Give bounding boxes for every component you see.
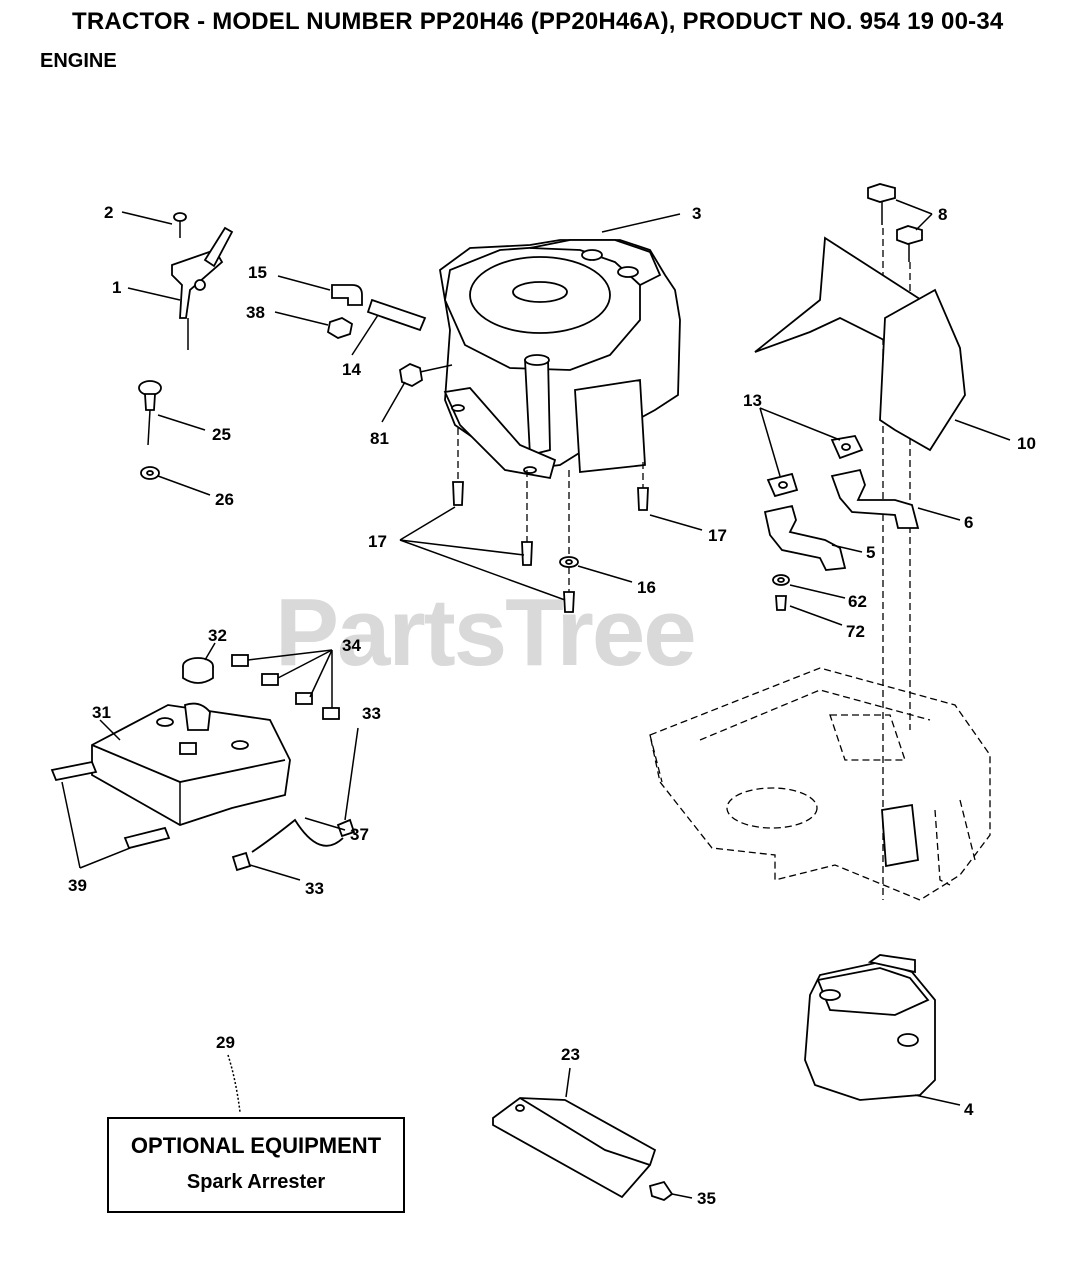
callout-2: 2 [104, 203, 113, 222]
part-13-gaskets[interactable] [766, 434, 864, 498]
part-8-bolts[interactable] [867, 183, 923, 262]
part-5-exhaust-pipe[interactable] [763, 504, 847, 571]
part-33-clamp-upper[interactable] [336, 818, 356, 838]
part-72-bolt[interactable] [775, 595, 787, 611]
callout-33-a: 33 [362, 704, 381, 723]
tractor-frame [649, 667, 991, 901]
callout-1: 1 [112, 278, 121, 297]
callout-16: 16 [637, 578, 656, 597]
part-39-pads[interactable] [50, 760, 171, 850]
callout-31: 31 [92, 703, 111, 722]
part-3-engine[interactable] [439, 239, 681, 480]
callout-13: 13 [743, 391, 762, 410]
part-37-fuel-line[interactable] [251, 818, 344, 853]
part-2-screw[interactable] [173, 212, 187, 238]
part-17-bolts[interactable] [452, 428, 649, 613]
callout-6: 6 [964, 513, 973, 532]
part-34-clips[interactable] [231, 654, 340, 720]
part-15-elbow-fitting[interactable] [331, 284, 363, 306]
callout-62: 62 [848, 592, 867, 611]
part-26-washer[interactable] [140, 466, 160, 480]
callout-37: 37 [350, 825, 369, 844]
callout-26: 26 [215, 490, 234, 509]
part-6-exhaust-pipe[interactable] [830, 468, 920, 529]
callout-39: 39 [68, 876, 87, 895]
part-33-clamp-lower[interactable] [231, 851, 252, 872]
callout-72: 72 [846, 622, 865, 641]
section-title: ENGINE [40, 50, 117, 72]
callout-15: 15 [248, 263, 267, 282]
callout-33-b: 33 [305, 879, 324, 898]
part-10-heat-shield[interactable] [754, 236, 966, 452]
part-38-nut[interactable] [326, 317, 354, 339]
optional-equipment-box: OPTIONAL EQUIPMENT Spark Arrester [107, 1117, 405, 1213]
part-81-nut[interactable] [399, 362, 423, 388]
part-31-fuel-tank[interactable] [91, 702, 291, 826]
part-25-choke-cable[interactable] [138, 380, 162, 446]
callout-10: 10 [1017, 434, 1036, 453]
callout-23: 23 [561, 1045, 580, 1064]
callout-5: 5 [866, 543, 875, 562]
part-14-pipe[interactable] [366, 298, 427, 332]
part-62-washer[interactable] [772, 574, 790, 586]
callout-17-a: 17 [368, 532, 387, 551]
optional-equipment-heading: OPTIONAL EQUIPMENT [130, 1133, 382, 1158]
part-32-fuel-cap[interactable] [182, 657, 214, 684]
page-title: TRACTOR - MODEL NUMBER PP20H46 (PP20H46A… [72, 8, 1004, 35]
callout-32: 32 [208, 626, 227, 645]
spark-arrester-label: Spark Arrester [186, 1171, 326, 1193]
callout-25: 25 [212, 425, 231, 444]
watermark: PartsTree [275, 579, 697, 686]
part-35-screw[interactable] [648, 1180, 693, 1202]
callout-17-b: 17 [708, 526, 727, 545]
callout-29: 29 [216, 1033, 235, 1052]
callout-34: 34 [342, 636, 361, 655]
part-4-muffler[interactable] [804, 954, 936, 1101]
callout-14: 14 [342, 360, 361, 379]
callout-35: 35 [697, 1189, 716, 1208]
part-1-throttle-control[interactable] [171, 226, 234, 350]
callout-81: 81 [370, 429, 389, 448]
callout-3: 3 [692, 204, 701, 223]
part-23-spark-arrester[interactable] [492, 1097, 657, 1199]
callout-38: 38 [246, 303, 265, 322]
part-16-washer[interactable] [559, 556, 579, 592]
callout-8: 8 [938, 205, 947, 224]
callout-4: 4 [964, 1100, 974, 1119]
